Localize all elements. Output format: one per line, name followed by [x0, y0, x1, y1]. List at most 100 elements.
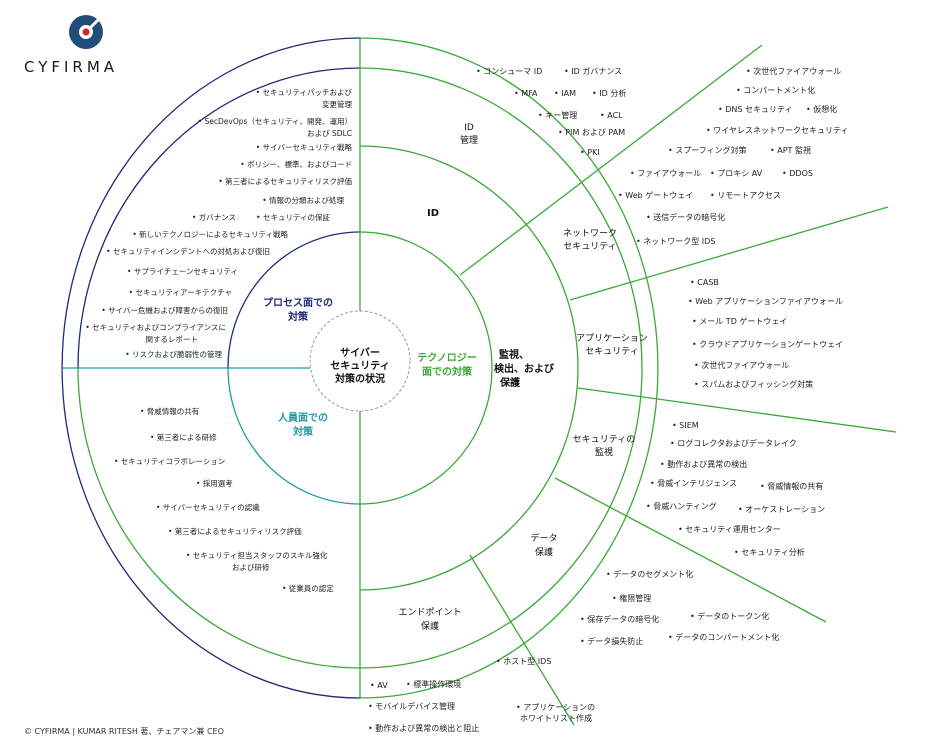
monitor-item: • 脅威情報の共有: [760, 481, 823, 491]
radial-line-monitor-data: [554, 477, 827, 623]
segment-endpoint-2: 保護: [421, 620, 439, 632]
people-item: • 脅威情報の共有: [140, 406, 200, 416]
process-item: • SecDevOps（セキュリティ、開発、運用）: [198, 117, 352, 126]
segment-network-2: セキュリティ: [563, 241, 616, 252]
id-item: • ACL: [600, 111, 623, 120]
network-items: • 次世代ファイアウォール • コンパートメント化 • DNS セキュリティ •…: [618, 66, 849, 246]
middle-ring-right: [359, 67, 643, 669]
network-item: • 仮想化: [806, 104, 837, 114]
segment-monitor-core-3: 保護: [499, 376, 521, 389]
center-label-2: セキュリティ: [330, 360, 389, 372]
logo-mark-icon: [69, 15, 103, 49]
id-items: • コンシューマ ID • ID ガバナンス • MFA • IAM • ID …: [476, 66, 626, 157]
network-item: • プロキシ AV: [710, 169, 763, 178]
id-item: • MFA: [514, 89, 538, 98]
data-item: • 保存データの暗号化: [580, 614, 659, 624]
monitor-items: • SIEM • ログコレクタおよびデータレイク • 動作および異常の検出 • …: [646, 421, 825, 557]
app-item: • Web アプリケーションファイアウォール: [688, 297, 843, 306]
inner-ring-right: [359, 145, 579, 591]
monitor-item: • SIEM: [672, 421, 699, 430]
network-item: • スプーフィング対策: [668, 145, 747, 155]
data-item: • データ損失防止: [580, 636, 643, 646]
id-item: • IAM: [554, 89, 576, 98]
center-label-3: 対策の状況: [334, 372, 385, 385]
monitor-item: • セキュリティ分析: [734, 547, 805, 557]
segment-network-1: ネットワーク: [563, 228, 617, 239]
id-item: • コンシューマ ID: [476, 67, 542, 76]
app-item: • CASB: [690, 278, 719, 287]
data-item: • データのセグメント化: [606, 569, 693, 579]
people-label-2: 対策: [292, 425, 314, 438]
process-item: 関するレポート: [146, 335, 199, 344]
footer-credit: © CYFIRMA | KUMAR RITESH 著、チェアマン兼 CEO: [24, 727, 224, 736]
data-item: • データのコンパートメント化: [668, 632, 779, 642]
segment-app-1: アプリケーション: [576, 333, 648, 344]
radial-line-data-endpoint: [469, 554, 575, 726]
network-item: • DDOS: [782, 169, 813, 178]
endpoint-item: • アプリケーションの: [516, 703, 595, 712]
radial-line-network-app: [569, 206, 889, 301]
people-item: • 第三者による研修: [150, 432, 217, 442]
app-item: • 次世代ファイアウォール: [694, 360, 789, 370]
segment-app-2: セキュリティ: [585, 346, 638, 357]
network-item: • Web ゲートウェイ: [618, 190, 693, 200]
process-item: および SDLC: [307, 129, 352, 138]
people-items: • 脅威情報の共有 • 第三者による研修 • セキュリティコラボレーション • …: [114, 406, 334, 593]
monitor-item: • 動作および異常の検出: [660, 459, 747, 469]
segment-sec-monitor-1: セキュリティの: [573, 434, 635, 445]
center-label-1: サイバー: [340, 347, 380, 359]
network-item: • APT 監視: [770, 145, 811, 155]
id-item: • キー管理: [538, 110, 577, 120]
network-item: • ワイヤレスネットワークセキュリティ: [706, 126, 849, 135]
inner-ring-left-bottom: [227, 367, 361, 505]
inner-ring-left-top: [227, 231, 361, 369]
outer-ring-right: [359, 37, 659, 699]
id-item: • ID 分析: [592, 88, 626, 98]
process-item: 変更管理: [322, 99, 352, 109]
technology-label-2: 面での対策: [422, 365, 473, 378]
process-label-1: プロセス面での: [263, 296, 333, 309]
data-item: • データのトークン化: [690, 611, 769, 621]
process-item: • 新しいテクノロジーによるセキュリティ戦略: [132, 229, 288, 239]
people-item: • セキュリティコラボレーション: [114, 457, 225, 466]
segment-id-mgmt-2: 管理: [460, 134, 478, 146]
process-items: • セキュリティパッチおよび 変更管理 • SecDevOps（セキュリティ、開…: [85, 88, 352, 359]
people-item: および研修: [232, 562, 270, 572]
people-item: • 採用選考: [196, 478, 233, 488]
process-item: • サイバーセキュリティ戦略: [256, 142, 353, 152]
process-item: • セキュリティアーキテクチャ: [129, 288, 232, 297]
id-item: • PIM および PAM: [558, 128, 625, 137]
process-item: • セキュリティおよびコンプライアンスに: [85, 323, 226, 332]
monitor-item: • セキュリティ運用センター: [678, 525, 781, 534]
monitor-item: • ログコレクタおよびデータレイク: [670, 438, 797, 448]
process-item: • ガバナンス: [192, 212, 236, 222]
network-item: • ファイアウォール: [630, 169, 701, 178]
endpoint-item: ホワイトリスト作成: [520, 713, 592, 723]
monitor-item: • オーケストレーション: [738, 505, 825, 514]
endpoint-items: • ホスト型 IDS • AV • 標準操作環境 • モバイルデバイス管理 • …: [368, 657, 595, 733]
technology-label-1: テクノロジー: [417, 352, 476, 364]
network-item: • 次世代ファイアウォール: [746, 66, 841, 76]
segment-endpoint-1: エンドポイント: [398, 607, 461, 618]
middle-ring-left-top: [77, 67, 361, 369]
app-item: • クラウドアプリケーションゲートウェイ: [692, 339, 843, 349]
people-item: • サイバーセキュリティの認識: [156, 502, 260, 512]
monitor-item: • 脅威インテリジェンス: [650, 478, 737, 488]
segment-data-1: データ: [530, 532, 557, 544]
segment-id-mgmt-1: ID: [464, 123, 474, 133]
process-label-2: 対策: [287, 310, 309, 323]
middle-ring-left-bottom: [77, 367, 361, 669]
radial-line-id-network: [459, 44, 763, 276]
radial-line-app-monitor: [577, 387, 897, 433]
id-item: • PKI: [580, 148, 600, 157]
endpoint-item: • ホスト型 IDS: [496, 657, 551, 666]
id-item: • ID ガバナンス: [564, 66, 622, 76]
app-item: • メール TD ゲートウェイ: [692, 316, 787, 326]
inner-ring-right-small: [359, 231, 493, 505]
process-item: • 情報の分類および処理: [262, 195, 344, 205]
data-item: • 権限管理: [612, 593, 651, 603]
people-item: • 第三者によるセキュリティリスク評価: [168, 526, 302, 536]
monitor-item: • 脅威ハンティング: [646, 501, 717, 511]
process-item: • サプライチェーンセキュリティ: [127, 267, 238, 276]
